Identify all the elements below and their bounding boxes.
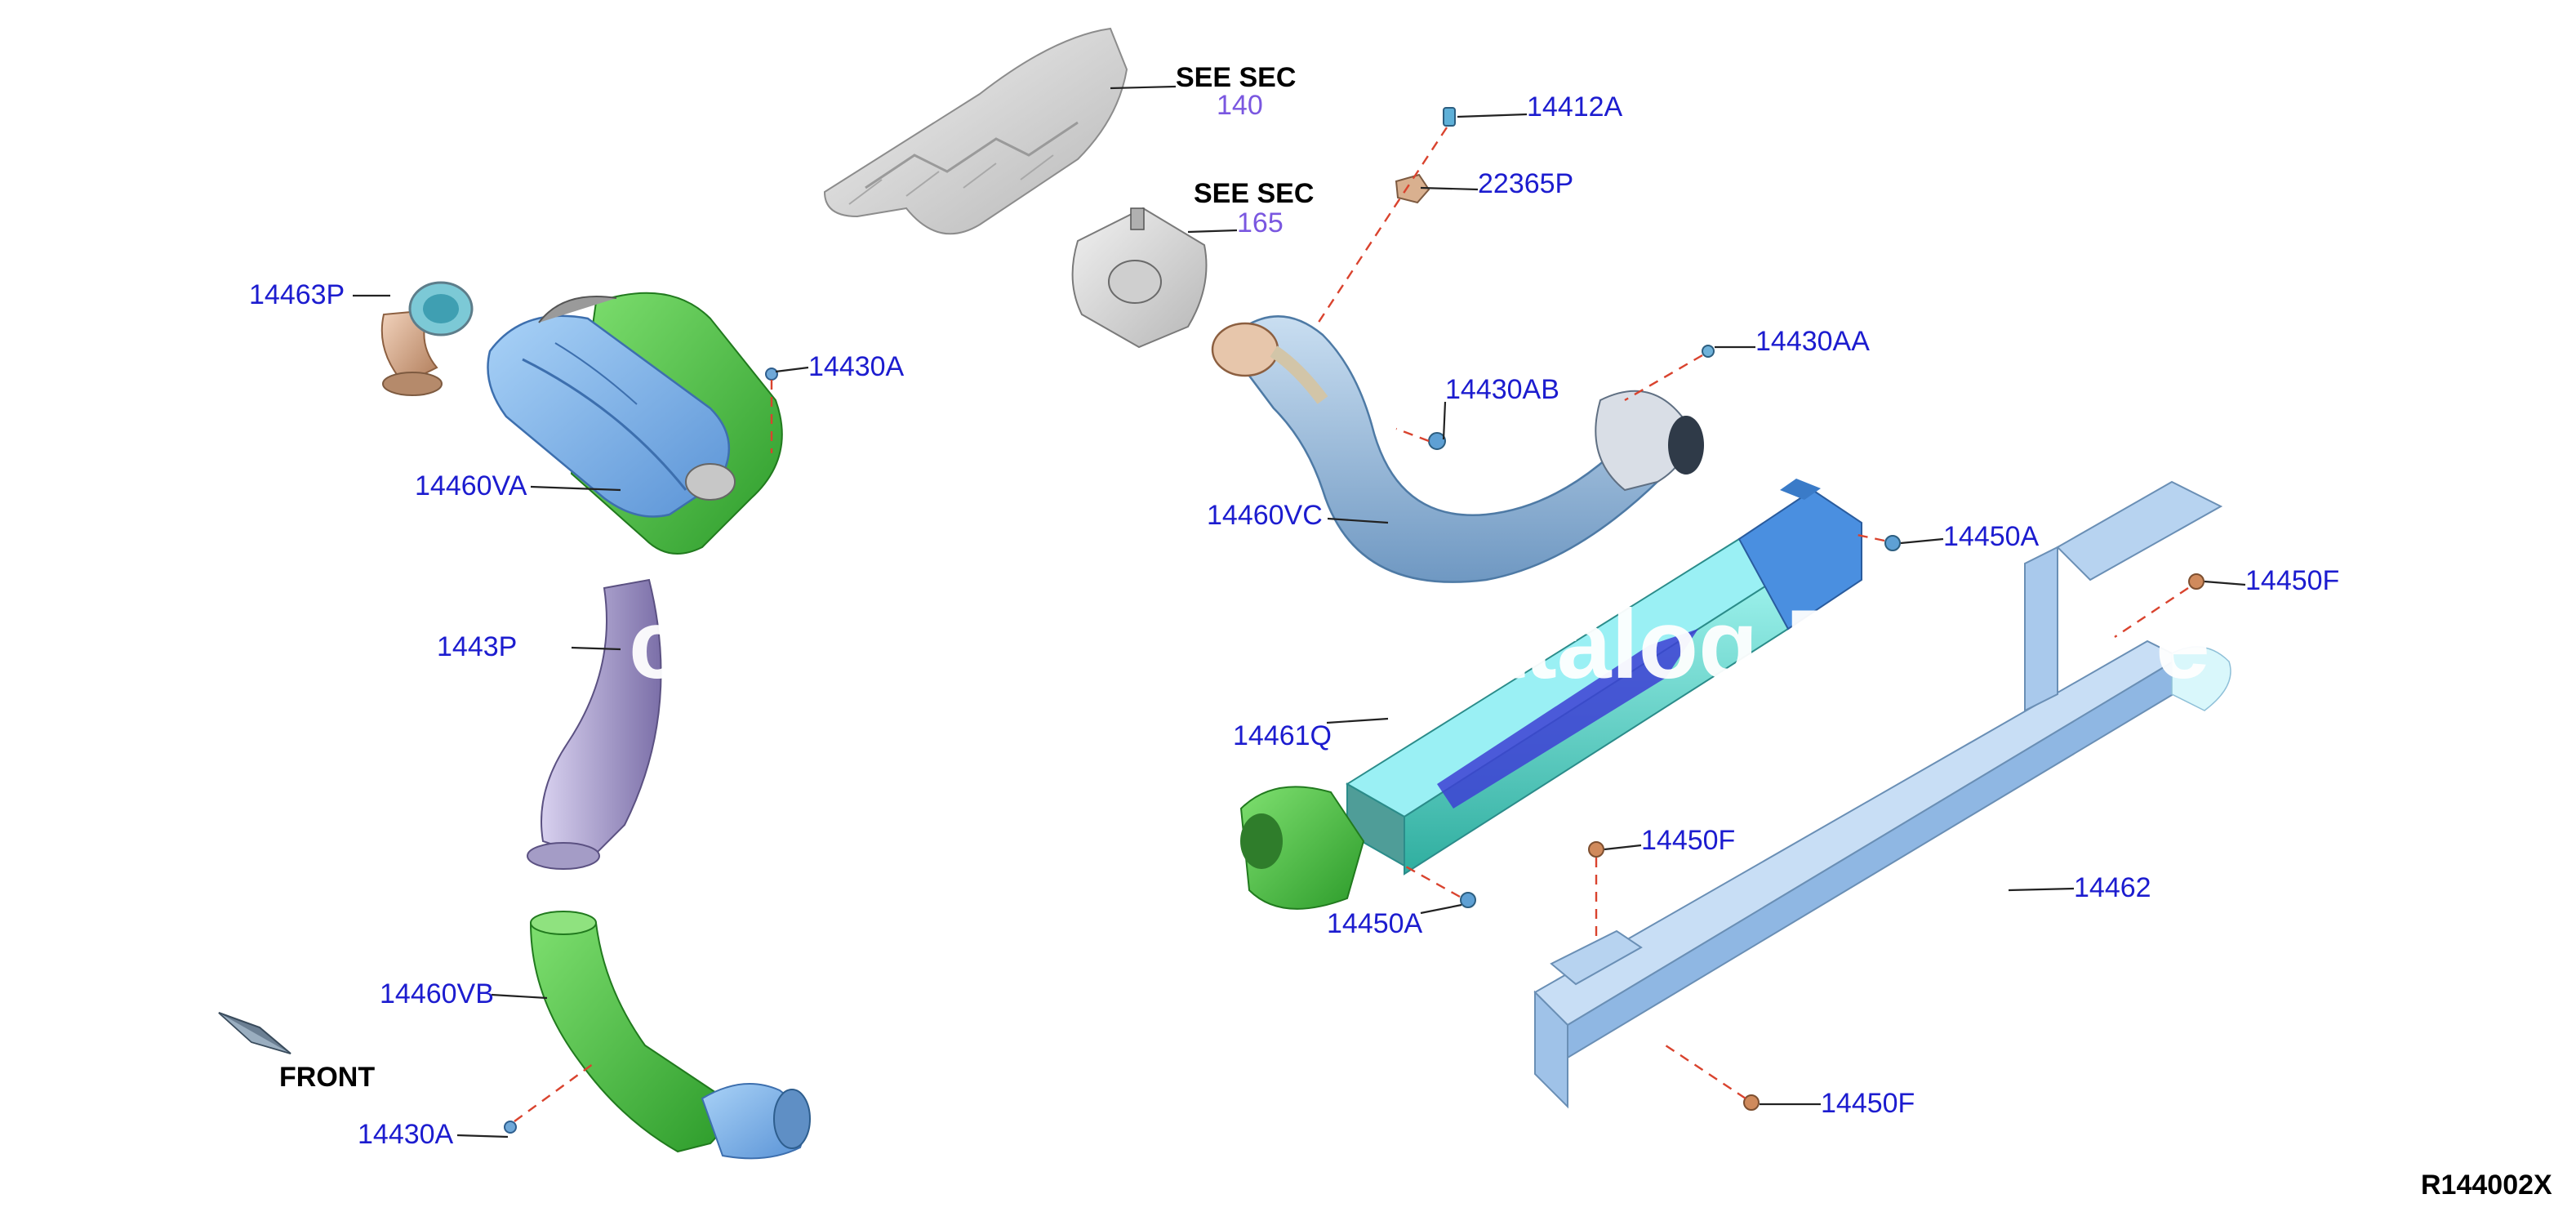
charge-air-housing-14460VA bbox=[487, 292, 783, 555]
label-14450A-right[interactable]: 14450A bbox=[1943, 521, 2040, 552]
diagram-code: R144002X bbox=[2421, 1170, 2552, 1201]
see-sec-link-140[interactable]: 140 bbox=[1217, 90, 1263, 121]
bolt-14430A-top bbox=[765, 368, 778, 453]
label-14430AB[interactable]: 14430AB bbox=[1445, 374, 1559, 405]
watermark-fragment-3: e bbox=[2156, 590, 2210, 699]
air-duct-14460VC bbox=[1211, 315, 1704, 583]
label-14461Q[interactable]: 14461Q bbox=[1233, 720, 1332, 751]
label-14450F-top[interactable]: 14450F bbox=[2245, 565, 2339, 596]
front-label: FRONT bbox=[279, 1062, 375, 1093]
fastener-14450F-mid bbox=[1588, 841, 1604, 939]
label-14430AA[interactable]: 14430AA bbox=[1755, 326, 1870, 357]
sensor-14412A bbox=[1443, 107, 1456, 127]
bolt-14450A-right bbox=[1857, 533, 1901, 551]
label-14460VA[interactable]: 14460VA bbox=[415, 470, 527, 501]
support-bracket-14462 bbox=[1533, 480, 2231, 1109]
intake-manifold-ref bbox=[823, 27, 1128, 235]
front-direction-arrow bbox=[218, 1012, 291, 1054]
label-14412A[interactable]: 14412A bbox=[1527, 91, 1623, 123]
fastener-14450F-bottom bbox=[1665, 1044, 1760, 1111]
intercooler-14461Q bbox=[1239, 479, 1862, 910]
label-14430A-top[interactable]: 14430A bbox=[808, 351, 905, 382]
elbow-hose-14463P bbox=[380, 281, 474, 396]
bolt-14430AB bbox=[1395, 427, 1446, 450]
watermark-fragment-1: ch bbox=[629, 590, 743, 699]
label-14450F-bottom[interactable]: 14450F bbox=[1821, 1088, 1915, 1119]
label-14450F-mid[interactable]: 14450F bbox=[1641, 825, 1735, 856]
throttle-body-ref bbox=[1071, 207, 1208, 349]
label-14463P[interactable]: 14463P bbox=[249, 279, 345, 310]
leader-lines bbox=[353, 85, 2246, 1138]
bolt-14430AA bbox=[1624, 345, 1715, 402]
label-1443P[interactable]: 1443P bbox=[437, 631, 517, 662]
label-14460VC[interactable]: 14460VC bbox=[1207, 500, 1323, 531]
label-14430A-bottom[interactable]: 14430A bbox=[358, 1119, 454, 1150]
bolt-14430A-bottom bbox=[504, 1061, 597, 1134]
label-14450A-bottom[interactable]: 14450A bbox=[1327, 908, 1423, 939]
label-14462[interactable]: 14462 bbox=[2074, 872, 2151, 903]
watermark-fragment-2: atalog R bbox=[1470, 590, 1856, 699]
bolt-14450A-bottom bbox=[1404, 864, 1476, 908]
see-sec-label-2: SEE SEC bbox=[1194, 178, 1314, 209]
air-duct-14460VB bbox=[529, 911, 811, 1160]
fastener-14450F-top bbox=[2114, 573, 2205, 638]
label-22365P[interactable]: 22365P bbox=[1478, 168, 1573, 199]
label-14460VB[interactable]: 14460VB bbox=[380, 978, 494, 1009]
air-duct-1443P bbox=[527, 578, 662, 870]
see-sec-link-165[interactable]: 165 bbox=[1237, 207, 1284, 238]
see-sec-label-1: SEE SEC bbox=[1176, 62, 1296, 93]
